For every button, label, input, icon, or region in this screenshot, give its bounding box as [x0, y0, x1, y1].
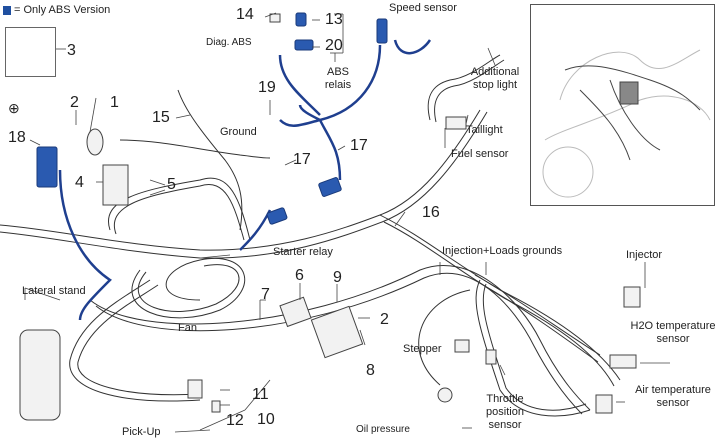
tail-harness — [434, 59, 505, 123]
label-injector: Injector — [626, 249, 663, 261]
part-number-10: 10 — [257, 411, 275, 428]
label-abs-relais-line1: ABS — [326, 66, 349, 78]
label-throttle-line3: sensor — [488, 419, 522, 431]
ground-cable-15 — [177, 89, 243, 231]
label-h2o-temp-line1: H2O temperature — [630, 320, 716, 332]
ground-wire — [119, 139, 271, 159]
part-9-plate[interactable] — [310, 305, 364, 359]
h2o-sensor-connector[interactable] — [609, 354, 637, 369]
part-3-box[interactable] — [5, 27, 56, 77]
part-number-15: 15 — [152, 109, 170, 126]
motorcycle-overview-sketch — [542, 49, 711, 198]
pick-up-connector[interactable] — [187, 379, 203, 399]
label-additional-stop-light-line1: Additional — [470, 66, 520, 78]
label-ground: Ground — [220, 126, 257, 138]
label-additional-stop-light-line2: stop light — [472, 79, 518, 91]
part-12-cap[interactable] — [211, 400, 221, 413]
label-air-temp-line2: sensor — [656, 397, 690, 409]
label-pick-up: Pick-Up — [122, 426, 161, 438]
label-h2o-temp-line2: sensor — [656, 333, 690, 345]
abs-relay-13[interactable] — [295, 12, 307, 27]
part-number-7: 7 — [261, 286, 270, 303]
part-number-20: 20 — [325, 37, 343, 54]
label-throttle-line2: position — [486, 406, 524, 418]
speed-sensor-connector[interactable] — [376, 18, 388, 44]
oil-pressure-sensor[interactable] — [437, 387, 453, 403]
fuel-pump — [19, 329, 61, 421]
label-air-temp-line1: Air temperature — [635, 384, 711, 396]
part-number-17: 17 — [350, 137, 368, 154]
motorcycle-overview-inset — [530, 4, 715, 206]
part-number-1: 1 — [110, 94, 119, 111]
throttle-sensor-connector[interactable] — [485, 349, 497, 365]
abs-control-unit-18[interactable] — [36, 146, 58, 188]
part-14-cover[interactable] — [269, 13, 281, 23]
part-number-5: 5 — [167, 176, 176, 193]
label-oil-pressure: Oil pressure — [356, 424, 410, 435]
label-stepper: Stepper — [403, 343, 442, 355]
part-1-horn[interactable] — [86, 128, 104, 156]
part-number-12: 12 — [226, 412, 244, 429]
legend: = Only ABS Version — [3, 4, 110, 16]
part-number-18: 18 — [8, 129, 26, 146]
part-number-11: 11 — [252, 386, 269, 403]
ground-symbol-icon: ⊕ — [8, 100, 20, 116]
part-number-19: 19 — [258, 79, 276, 96]
label-speed-sensor: Speed sensor — [389, 2, 457, 14]
label-abs-relais-line2: relais — [324, 79, 352, 91]
label-taillight: Taillight — [466, 124, 503, 136]
part-number-8: 8 — [366, 362, 375, 379]
label-starter-relay: Starter relay — [273, 246, 333, 258]
inset-harness — [564, 65, 701, 161]
label-throttle-line1: Throttle — [486, 393, 524, 405]
air-temp-sensor-connector[interactable] — [595, 394, 613, 414]
oil-pressure-wire — [418, 289, 471, 386]
legend-text: = Only ABS Version — [14, 4, 111, 16]
part-number-16: 16 — [422, 204, 440, 221]
abs-connector-17b[interactable] — [266, 207, 288, 225]
tail-harness — [427, 54, 501, 121]
main-harness — [0, 109, 621, 417]
label-lateral-stand: Lateral stand — [22, 285, 86, 297]
part-number-14: 14 — [236, 6, 254, 23]
part-4-rectifier[interactable] — [102, 164, 129, 206]
part-6-starter-relay[interactable] — [279, 296, 312, 328]
part-number-13: 13 — [325, 11, 343, 28]
abs-connector-17a[interactable] — [318, 177, 342, 197]
label-fuel-sensor: Fuel sensor — [451, 148, 509, 160]
taillight-connector[interactable] — [445, 116, 467, 130]
part-number-2: 2 — [380, 311, 389, 328]
label-fan: Fan — [178, 322, 197, 334]
part-number-17: 17 — [293, 151, 311, 168]
injector-connector[interactable] — [623, 286, 641, 308]
fan-harness-loops — [108, 177, 251, 319]
label-injection-loads-grounds: Injection+Loads grounds — [442, 245, 563, 257]
part-number-4: 4 — [75, 174, 84, 191]
abs-relay-20[interactable] — [294, 39, 314, 51]
abs-legend-swatch — [3, 5, 11, 15]
stepper-connector[interactable] — [454, 339, 470, 353]
abs-harness — [58, 39, 432, 321]
part-number-2: 2 — [70, 94, 79, 111]
part-number-9: 9 — [333, 269, 342, 286]
part-number-6: 6 — [295, 267, 304, 284]
part-number-3: 3 — [67, 42, 76, 59]
label-diag-abs: Diag. ABS — [206, 37, 252, 48]
